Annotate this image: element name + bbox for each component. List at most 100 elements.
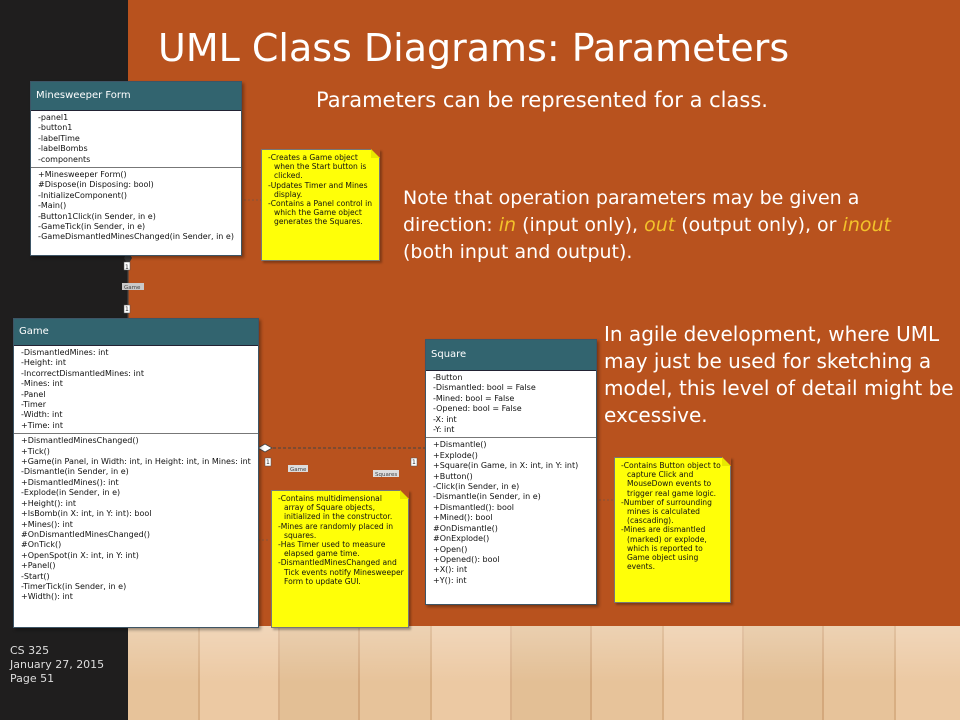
note-item: -Mines are randomly placed in squares. — [278, 521, 394, 540]
course-label: CS 325 — [10, 644, 50, 657]
multiplicity-label: 1 — [266, 459, 270, 466]
note-corner-fold — [371, 149, 380, 158]
operation: +Panel() — [21, 561, 56, 571]
role-label-box — [373, 470, 399, 477]
role-label: Squares — [375, 472, 397, 478]
game-note: -Contains multidimensional array of Squa… — [271, 490, 409, 628]
attribute: -X: int — [433, 414, 457, 424]
operation: -GameDismantledMinesChanged(in Sender, i… — [38, 232, 234, 242]
multiplicity-label: 1 — [125, 306, 129, 313]
page-number: Page 51 — [10, 672, 55, 685]
operation: +Dismantled(): bool — [433, 502, 514, 512]
operation: #OnExplode() — [433, 534, 490, 544]
attribute: -button1 — [38, 123, 73, 133]
role-label-box — [288, 465, 308, 472]
attribute: -IncorrectDismantledMines: int — [21, 368, 144, 378]
class-game[interactable]: Game -DismantledMines: int -Height: int … — [13, 318, 259, 628]
operation: +Y(): int — [433, 575, 467, 585]
attribute: -Panel — [21, 389, 46, 399]
operation: +Button() — [433, 471, 473, 481]
operation: +Mined(): bool — [433, 513, 493, 523]
wood-floor-background — [128, 626, 960, 720]
attribute: -labelBombs — [38, 144, 88, 154]
date-label: January 27, 2015 — [10, 658, 105, 671]
role-label: Game — [124, 285, 141, 291]
multiplicity-label: 1 — [125, 264, 129, 271]
square-note: -Contains Button object to capture Click… — [614, 457, 731, 603]
operation: -Click(in Sender, in e) — [433, 482, 520, 492]
slide-subtitle: Parameters can be represented for a clas… — [316, 88, 768, 112]
operation: +X(): int — [433, 565, 468, 575]
operation: +IsBomb(in X: int, in Y: int): bool — [21, 509, 152, 519]
attribute: -components — [38, 154, 91, 164]
operation: +Opened(): bool — [433, 554, 500, 564]
operation: +DismantledMinesChanged() — [21, 436, 139, 446]
note-item: -Contains a Panel control in which the G… — [268, 199, 373, 227]
class-square[interactable]: Square -Button -Dismantled: bool = False… — [425, 339, 597, 605]
operation: +Open() — [433, 544, 468, 554]
operation: #OnDismantledMinesChanged() — [21, 529, 150, 539]
note-item: -DismantledMinesChanged and Tick events … — [278, 558, 404, 586]
operation: #Dispose(in Disposing: bool) — [38, 180, 154, 190]
note-item: -Mines are dismantled (marked) or explod… — [621, 525, 707, 572]
note-corner-fold — [722, 457, 731, 466]
attribute: -DismantledMines: int — [21, 348, 109, 357]
attribute: -Mines: int — [21, 379, 63, 389]
note-item: -Updates Timer and Mines display. — [268, 180, 368, 199]
keyword-inout: inout — [842, 214, 891, 236]
attribute: -Width: int — [21, 410, 63, 420]
operation-list: +Minesweeper Form() #Dispose(in Disposin… — [31, 167, 241, 245]
slide-footer: CS 325 January 27, 2015 Page 51 — [10, 644, 104, 686]
note-item: -Has Timer used to measure elapsed game … — [278, 540, 386, 559]
operation: -Start() — [21, 571, 50, 581]
attribute: -Y: int — [433, 425, 455, 435]
operation: -InitializeComponent() — [38, 190, 128, 200]
agile-note: In agile development, where UML may just… — [604, 322, 954, 427]
operation: -Dismantle(in Sender, in e) — [433, 492, 541, 502]
operation: +OpenSpot(in X: int, in Y: int) — [21, 550, 139, 560]
operation: +Square(in Game, in X: int, in Y: int) — [433, 461, 579, 471]
aggregation-diamond — [257, 443, 273, 453]
attribute: -Height: int — [21, 358, 66, 368]
note-text: (output only), or — [675, 214, 843, 236]
attribute: +Time: int — [21, 420, 63, 430]
operation-list: +Dismantle() +Explode() +Square(in Game,… — [426, 437, 596, 588]
operation: -GameTick(in Sender, in e) — [38, 222, 146, 232]
operation: -TimerTick(in Sender, in e) — [21, 581, 127, 591]
operation: +Width(): int — [21, 592, 73, 602]
class-name: Square — [426, 340, 596, 371]
attribute-list: -panel1 -button1 -labelTime -labelBombs … — [31, 111, 241, 167]
operation: +Explode() — [433, 450, 478, 460]
attribute-list: -Button -Dismantled: bool = False -Mined… — [426, 371, 596, 437]
note-item: -Number of surrounding mines is calculat… — [621, 497, 712, 526]
class-minesweeper-form[interactable]: Minesweeper Form -panel1 -button1 -label… — [30, 81, 242, 256]
attribute: -panel1 — [38, 113, 69, 122]
attribute: -labelTime — [38, 133, 80, 143]
attribute: -Opened: bool = False — [433, 404, 522, 414]
operation: +Mines(): int — [21, 519, 73, 529]
operation: -Main() — [38, 201, 67, 211]
keyword-out: out — [644, 214, 676, 236]
keyword-in: in — [498, 214, 517, 236]
attribute: -Button — [433, 373, 463, 382]
operation: -Button1Click(in Sender, in e) — [38, 211, 156, 221]
operation: +Height(): int — [21, 498, 77, 508]
attribute: -Timer — [21, 400, 47, 410]
operation: +Minesweeper Form() — [38, 170, 127, 180]
operation-list: +DismantledMinesChanged() +Tick() +Game(… — [14, 433, 258, 605]
operation: +Game(in Panel, in Width: int, in Height… — [21, 457, 251, 467]
note-corner-fold — [400, 490, 409, 499]
role-label-box — [122, 283, 144, 290]
role-label: Game — [290, 467, 307, 473]
note-text: (both input and output). — [403, 241, 633, 263]
note-item: -Contains Button object to capture Click… — [621, 461, 721, 498]
class-name: Minesweeper Form — [31, 82, 241, 111]
operation: #OnDismantle() — [433, 523, 498, 533]
slide-title: UML Class Diagrams: Parameters — [158, 26, 790, 70]
note-text: Note that operation parameters may be gi… — [403, 187, 860, 236]
attribute: -Dismantled: bool = False — [433, 383, 536, 393]
attribute-list: -DismantledMines: int -Height: int -Inco… — [14, 346, 258, 433]
operation: -Explode(in Sender, in e) — [21, 488, 121, 498]
operation: +Tick() — [21, 446, 50, 456]
note-item: -Contains multidimensional array of Squa… — [278, 494, 393, 522]
